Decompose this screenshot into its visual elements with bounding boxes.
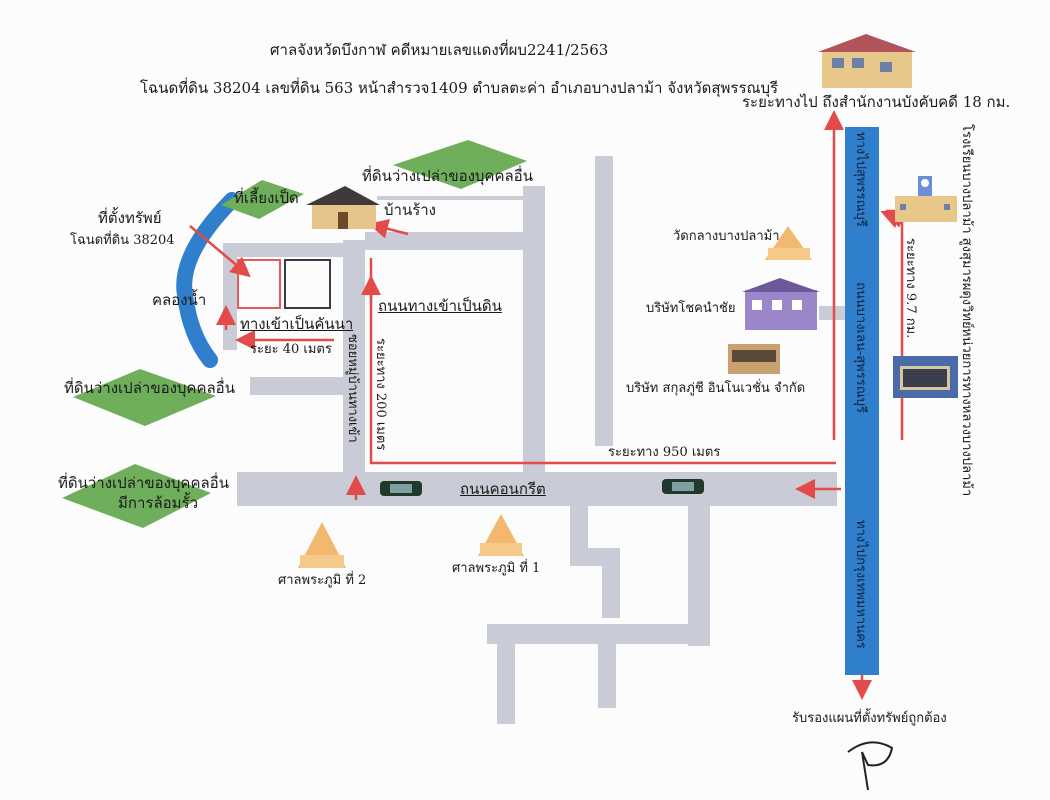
- abandoned-house-label: บ้านร้าง: [384, 201, 437, 219]
- school-label: โรงเรียนบางปลาม้า สูงสุมารผดุงวิทย์: [959, 124, 974, 329]
- company-1-icon: [742, 278, 820, 330]
- south-road-6: [497, 644, 515, 724]
- temple-label: วัดกลางบางปลาม้า: [673, 229, 780, 244]
- car-icon: [380, 481, 422, 496]
- empty-land-left-parcel: [73, 369, 216, 426]
- south-road-4: [688, 506, 710, 646]
- field-path-label: ทางเข้าเป็นคันนา: [240, 315, 354, 333]
- concrete-road: [237, 472, 837, 506]
- empty-land-top-label: ที่ดินว่างเปล่าของบุคคลอื่น: [362, 167, 533, 185]
- highway-mid-label: ถนนบางเลน-สุพรรณบุรี: [853, 282, 868, 413]
- distance-97-label: ระยะทาง 9.7 กม.: [903, 238, 918, 339]
- shrine-1-icon: [478, 514, 524, 556]
- neighbor-plot: [284, 259, 331, 309]
- dirt-road-label: ถนนทางเข้าเป็นดิน: [378, 297, 502, 315]
- distance-40-label: ระยะ 40 เมตร: [250, 342, 332, 357]
- school-icon: [895, 176, 957, 222]
- highway-bottom-label: ทางไปกรุงเทพมหานคร: [853, 520, 868, 649]
- enforcement-distance-label: ระยะทางไป ถึงสำนักงานบังคับคดี 18 กม.: [742, 93, 1011, 111]
- dirt-road-horizontal: [365, 232, 527, 250]
- highway: [845, 127, 879, 675]
- empty-land-fenced-parcel: [62, 464, 211, 528]
- empty-land-left-label: ที่ดินว่างเปล่าของบุคคลอื่น: [64, 379, 235, 397]
- header-line-1: ศาลจังหวัดบึงกาฬ คดีหมายเลขแดงที่ผบ2241/…: [270, 41, 609, 59]
- south-road-5: [487, 624, 710, 644]
- land-parcels: [62, 140, 527, 528]
- canal-label: คลองน้ำ: [152, 291, 207, 309]
- police-building-icon: [893, 356, 958, 398]
- concrete-road-label: ถนนคอนกรีต: [460, 480, 546, 498]
- road-vertical-right: [595, 156, 613, 446]
- shrine-2-label: ศาลพระภูมิ ที่ 2: [278, 573, 367, 588]
- highway-top-label: ทางไปสุพรรณบุรี: [853, 132, 868, 227]
- property-title-label: ที่ตั้งทรัพย์: [98, 209, 162, 227]
- empty-land-top: [393, 140, 527, 189]
- enforcement-office-icon: [818, 34, 916, 88]
- south-road-7: [598, 644, 616, 708]
- certify-label: รับรองแผนที่ตั้งทรัพย์ถูกต้อง: [792, 711, 947, 726]
- temple-icon: [765, 226, 812, 260]
- dirt-road-vertical: [523, 186, 545, 472]
- police-label: หน่วยการทางหลวงบางปลาม้า: [959, 328, 974, 497]
- company-1-label: บริษัทโชคนำชัย: [646, 301, 736, 316]
- car-icon: [662, 479, 704, 494]
- village-lane: [343, 240, 365, 472]
- road-upper-left: [377, 196, 525, 200]
- south-road-3: [602, 548, 620, 618]
- abandoned-house-icon: [306, 186, 380, 229]
- duck-farm-label: ที่เลี้ยงเป็ด: [234, 189, 299, 207]
- distance-950-label: ระยะทาง 950 เมตร: [608, 445, 721, 460]
- lower-left-road: [250, 377, 343, 395]
- property-deed-label: โฉนดที่ดิน 38204: [70, 233, 175, 248]
- property-plot: [237, 259, 281, 309]
- signature: [847, 741, 894, 791]
- empty-land-fenced-label-1: ที่ดินว่างเปล่าของบุคคลอื่น: [58, 474, 229, 492]
- village-lane-label: ซอยหมู่บ้านทางเข้า: [345, 334, 360, 443]
- header-line-2: โฉนดที่ดิน 38204 เลขที่ดิน 563 หน้าสำรวจ…: [140, 79, 779, 97]
- duck-farm-parcel: [221, 180, 304, 219]
- canal: [176, 192, 240, 368]
- company-2-label: บริษัท สกุลภู่ชี อินโนเวชั่น จำกัด: [626, 381, 806, 396]
- empty-land-fenced-label-2: มีการล้อมรั้ว: [118, 494, 199, 512]
- distance-200-label: ระยะทาง 200 เมตร: [373, 338, 388, 451]
- property-access: [231, 243, 343, 257]
- company-2-icon: [728, 344, 780, 374]
- shrine-1-label: ศาลพระภูมิ ที่ 1: [452, 561, 541, 576]
- shrine-2-icon: [298, 522, 346, 568]
